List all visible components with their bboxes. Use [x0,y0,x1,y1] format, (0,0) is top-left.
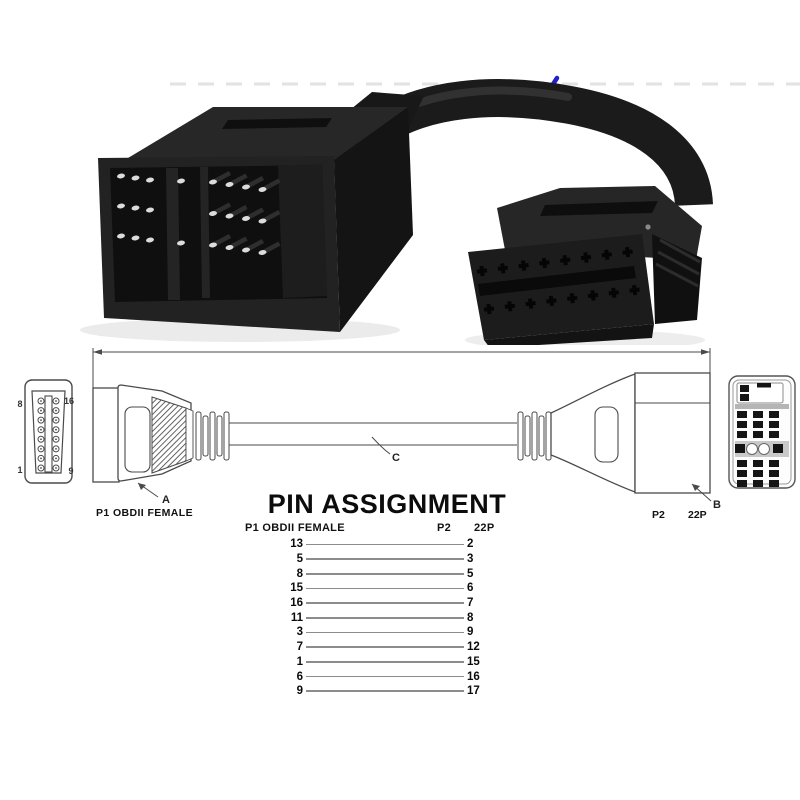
pin-from: 16 [290,597,303,610]
pin-from: 6 [296,670,303,683]
pin-to: 15 [467,655,480,668]
pin-assignment-title: PIN ASSIGNMENT [267,489,507,519]
pin-from: 1 [296,655,303,668]
pin-to: 12 [467,641,480,654]
face-pin-1: 1 [17,465,22,475]
pin-to: 5 [467,567,474,580]
caption-p2: P2 [652,509,665,521]
callout-a-arrow-icon [138,483,146,490]
pin-row: 11 8 [255,610,480,625]
left-connector-side-view [92,384,517,483]
pin-row: 1 15 [255,655,480,670]
pin-to: 16 [467,670,480,683]
dimension-line [92,348,711,388]
column-header-p1: P1 OBDII FEMALE [245,522,345,534]
pin-row: 15 6 [255,581,480,596]
dim-arrow-left-icon [93,349,102,355]
dim-arrow-right-icon [701,349,710,355]
pins-22p-mid [737,411,779,438]
callout-c: C [371,436,400,464]
pin-wire [306,690,464,693]
face-pin-8: 8 [17,399,22,409]
column-header-22p: 22P [474,522,495,534]
pin-from: 11 [290,611,303,624]
pin-row: 13 2 [255,537,480,552]
technical-diagram: 8 16 1 9 A C [17,348,796,521]
pin-row: 6 16 [255,669,480,684]
pin-from: 13 [290,538,303,551]
callout-b: B [691,483,721,511]
pin-from: 5 [296,553,303,566]
caption-p1-obdii-female: P1 OBDII FEMALE [96,507,193,519]
pin-to: 7 [467,597,474,610]
pin-to: 6 [467,582,474,595]
pin-wire [306,675,464,678]
pin-from: 9 [296,685,303,698]
strain-relief-right [517,411,552,461]
pin-to: 3 [467,553,474,566]
pin-to: 8 [467,611,474,624]
pin-from: 3 [296,626,303,639]
pin-to: 17 [467,685,480,698]
pin-from: 15 [290,582,303,595]
face-pin-16: 16 [64,396,74,406]
right-connector-side-view [517,372,711,494]
pin-wire [306,558,464,560]
photo-left-pins [117,171,281,255]
callout-c-label: C [392,452,400,464]
pin-wire [306,646,464,648]
obd2-face-holes [37,397,60,472]
callout-b-arrow-icon [692,484,700,491]
pin-wire [306,631,464,634]
callout-a: A [137,482,170,506]
pin-row: 7 12 [255,640,480,655]
photo-connector-obd2 [465,186,705,345]
callout-a-label: A [162,494,170,506]
photo-adapter-cable [80,75,800,345]
caption-22p: 22P [688,509,707,521]
face-pin-9: 9 [68,466,73,476]
obd2-face-view: 8 16 1 9 [17,379,74,484]
pin-row: 9 17 [255,684,480,699]
column-header-p2: P2 [437,522,452,534]
callout-b-label: B [713,499,721,511]
pin-wire [306,572,464,575]
pin-wire [306,661,464,663]
pin-wire [306,543,464,546]
pin-from: 8 [296,567,303,580]
pin-wire [306,587,464,590]
pin-wire [306,602,464,604]
mold-dot [645,224,651,230]
photo-obd-holes [476,246,640,315]
pin-to: 2 [467,538,474,551]
pin-row: 16 7 [255,596,480,611]
pin-wire [306,616,464,619]
photo-connector-22pin [80,92,424,342]
pins-22p-bottom [737,460,779,487]
face-view-22p [728,375,796,489]
strain-relief-left [195,411,230,461]
pin-to: 9 [467,626,474,639]
pin-from: 7 [296,641,303,654]
